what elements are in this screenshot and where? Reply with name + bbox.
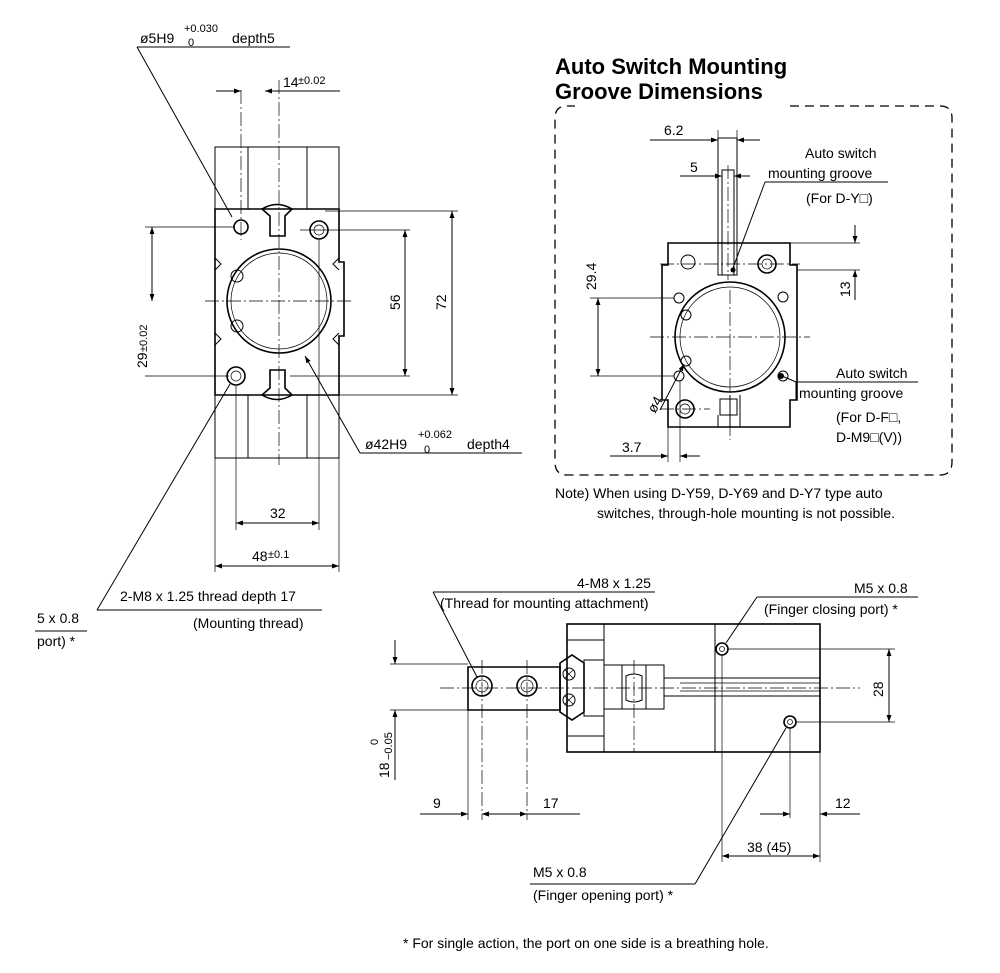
dim-29: 29 — [134, 352, 150, 368]
mounting-hole-bottom — [226, 366, 246, 386]
dim-18-tolerance-upper: 0 — [369, 739, 381, 745]
closing-port-note: (Finger closing port) * — [764, 601, 898, 617]
side-view: 4-M8 x 1.25 (Thread for mounting attachm… — [369, 575, 918, 903]
footnote: * For single action, the port on one sid… — [403, 935, 769, 951]
hole-depth-label: depth5 — [232, 30, 275, 46]
groove-f-for1: (For D-F□, — [836, 409, 901, 425]
dim-32: 32 — [270, 505, 286, 521]
dim-9: 9 — [433, 795, 441, 811]
mounting-thread-label: 2-M8 x 1.25 thread depth 17 — [120, 588, 296, 604]
dim-48-tolerance: ±0.1 — [268, 549, 289, 561]
opening-port-note: (Finger opening port) * — [533, 887, 674, 903]
groove-f-line2: mounting groove — [799, 385, 904, 401]
bore-depth-label: depth4 — [467, 436, 510, 452]
note-line2: switches, through-hole mounting is not p… — [597, 505, 895, 521]
note-line1: Note) When using D-Y59, D-Y69 and D-Y7 t… — [555, 485, 883, 501]
cut-port-label: 5 x 0.8 — [37, 610, 79, 626]
dim-13: 13 — [837, 281, 853, 297]
dim-12: 12 — [835, 795, 851, 811]
dim-48: 48 — [252, 548, 268, 564]
mounting-thread-note: (Mounting thread) — [193, 615, 304, 631]
dim-72: 72 — [433, 294, 449, 310]
dim-14-tolerance: ±0.02 — [298, 75, 325, 87]
top-slot — [260, 203, 294, 237]
hole-size-label: ø5H9 — [140, 30, 174, 46]
groove-f-for2: D-M9□(V)) — [836, 429, 902, 445]
groove-y-for: (For D-Y□) — [806, 190, 873, 206]
side-thread-label: 4-M8 x 1.25 — [577, 575, 651, 591]
dim-3-7: 3.7 — [622, 439, 642, 455]
bore-size-label: ø42H9 — [365, 436, 407, 452]
front-view: ø5H9 +0.030 0 depth5 14 ±0.02 29 ±0.02 5… — [35, 23, 522, 649]
dim-56: 56 — [387, 294, 403, 310]
groove-panel-border — [554, 105, 953, 476]
dim-38: 38 (45) — [747, 839, 791, 855]
body-outline — [214, 208, 345, 396]
side-thread-note: (Thread for mounting attachment) — [440, 595, 649, 611]
dim-29-tolerance: ±0.02 — [138, 325, 150, 352]
dim-18: 18 — [376, 762, 392, 778]
closing-port-label: M5 x 0.8 — [854, 580, 908, 596]
dim-18-tolerance-lower: −0.05 — [383, 732, 395, 760]
hole-tolerance-lower: 0 — [188, 37, 194, 49]
groove-title-line2: Groove Dimensions — [555, 79, 763, 104]
groove-title-line1: Auto Switch Mounting — [555, 54, 787, 79]
bore-tolerance-lower: 0 — [424, 444, 430, 456]
cut-port-note: port) * — [37, 633, 76, 649]
groove-y-line2: mounting groove — [768, 165, 873, 181]
opening-port-label: M5 x 0.8 — [533, 864, 587, 880]
bore-tolerance-upper: +0.062 — [418, 429, 452, 441]
dim-5: 5 — [690, 159, 698, 175]
dim-14: 14 — [283, 74, 299, 90]
dim-28: 28 — [870, 681, 886, 697]
groove-f-line1: Auto switch — [836, 365, 908, 381]
bottom-slot — [260, 369, 294, 401]
hole-tolerance-upper: +0.030 — [184, 23, 218, 35]
dim-phi4: ø4 — [644, 393, 666, 415]
groove-panel: Auto Switch Mounting Groove Dimensions — [554, 54, 953, 476]
dim-6-2: 6.2 — [664, 122, 684, 138]
dim-29-4: 29.4 — [583, 263, 599, 290]
dim-17: 17 — [543, 795, 559, 811]
groove-y-line1: Auto switch — [805, 145, 877, 161]
